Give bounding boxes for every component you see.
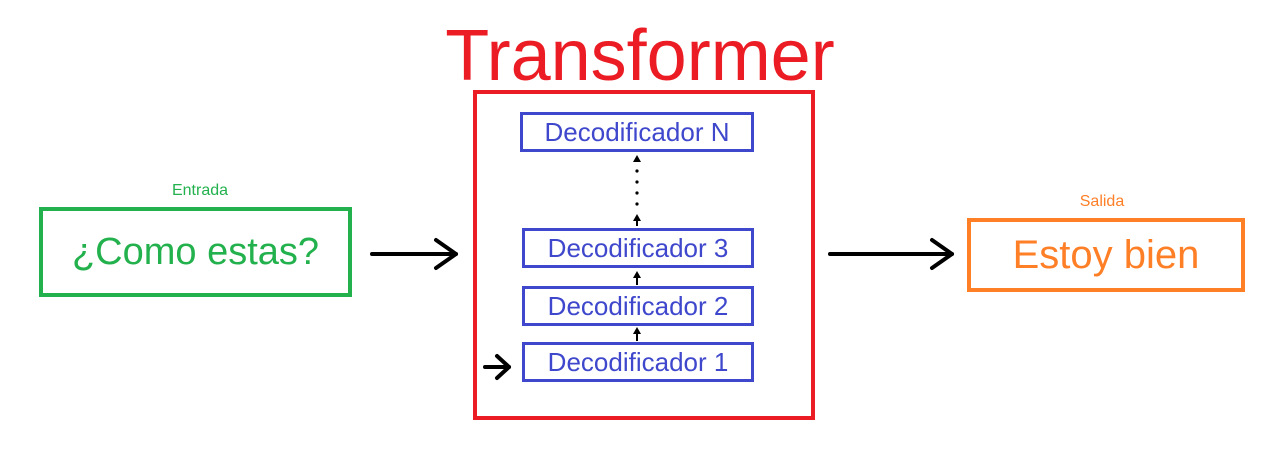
output-box: Estoy bien xyxy=(967,218,1245,292)
input-to-transformer-arrow xyxy=(370,238,458,270)
input-label: Entrada xyxy=(171,182,229,199)
transformer-container xyxy=(473,90,815,420)
diagram-title: Transformer xyxy=(445,16,835,96)
decoder3-to-decoderN-dotted-arrow xyxy=(633,155,641,226)
decoder1-to-decoder2-arrow xyxy=(633,327,641,341)
output-label: Salida xyxy=(1079,193,1125,210)
decoder-2: Decodificador 2 xyxy=(522,286,754,326)
decoder2-to-decoder3-arrow xyxy=(633,271,641,285)
decoder1-entry-arrow xyxy=(483,354,511,380)
input-box: ¿Como estas? xyxy=(39,207,352,297)
decoder-1: Decodificador 1 xyxy=(522,342,754,382)
decoder-3: Decodificador 3 xyxy=(522,228,754,268)
decoder-n: Decodificador N xyxy=(520,112,754,152)
transformer-to-output-arrow xyxy=(828,238,954,270)
